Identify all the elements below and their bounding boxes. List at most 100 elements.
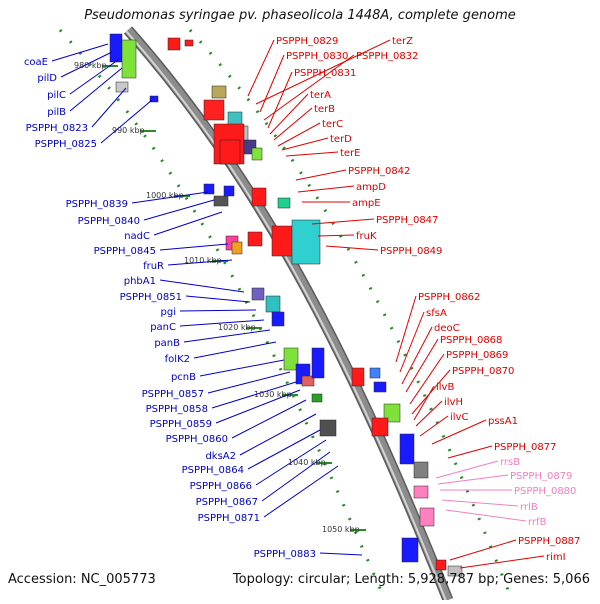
right-label-leader (273, 107, 313, 141)
left-gene-label: pilB (47, 107, 66, 118)
right-label-leader (259, 54, 285, 113)
left-label-leader (69, 59, 119, 95)
pink-label-leader (437, 474, 509, 485)
right-gene-label: ilvC (450, 412, 468, 423)
right-label-leader (431, 419, 487, 445)
right-gene-label: PSPPH_0862 (418, 292, 480, 303)
left-gene-label: PSPPH_0858 (146, 404, 208, 415)
right-gene-label: PSPPH_0830 (286, 51, 348, 62)
gene-feature (419, 507, 435, 527)
left-gene-label: panC (150, 322, 176, 333)
right-gene-label: terB (314, 104, 335, 115)
scale-tick-label: 980 kbp (74, 61, 107, 70)
gene-feature (149, 95, 159, 103)
right-gene-label: PSPPH_0842 (348, 166, 410, 177)
left-gene-label: PSPPH_0851 (120, 292, 182, 303)
left-gene-label: PSPPH_0823 (26, 123, 88, 134)
gene-feature (311, 347, 325, 379)
gene-feature (265, 295, 281, 313)
left-gene-label: PSPPH_0864 (182, 465, 244, 476)
right-gene-label: PSPPH_0868 (440, 335, 502, 346)
left-label-leader (211, 381, 297, 409)
gene-feature (231, 241, 243, 255)
left-gene-label: PSPPH_0860 (166, 434, 228, 445)
left-gene-label: coaE (24, 57, 48, 68)
right-label-leader (405, 338, 439, 393)
gene-feature (184, 39, 194, 47)
left-label-leader (100, 99, 153, 144)
right-label-leader (449, 539, 517, 561)
gene-feature (447, 565, 463, 577)
left-label-leader (193, 341, 277, 359)
right-label-leader (447, 445, 493, 459)
gene-feature (109, 33, 123, 63)
left-gene-label: dksA2 (205, 451, 236, 462)
right-gene-label: PSPPH_0831 (294, 68, 356, 79)
right-gene-label: ampE (352, 198, 381, 209)
left-gene-label: PSPPH_0825 (35, 139, 97, 150)
scale-tick-label: 1010 kbp (184, 256, 222, 265)
right-gene-label: PSPPH_0869 (446, 350, 508, 361)
left-gene-label: panB (154, 338, 180, 349)
left-gene-label: PSPPH_0840 (78, 216, 140, 227)
right-label-leader (459, 555, 545, 569)
left-label-leader (91, 87, 127, 128)
gene-feature (283, 347, 299, 371)
genome-summary-text: Topology: circular; Length: 5,928,787 bp… (232, 572, 590, 587)
right-gene-label: ilvH (444, 397, 463, 408)
left-label-leader (60, 51, 113, 78)
right-label-leader (263, 54, 355, 121)
left-label-leader (159, 243, 229, 251)
left-label-leader (207, 371, 291, 394)
outer-dotted-track (188, 28, 514, 601)
map-title: Pseudomonas syringae pv. phaseolicola 14… (84, 8, 516, 23)
left-gene-label: fruR (143, 261, 164, 272)
left-gene-label: PSPPH_0857 (142, 389, 204, 400)
right-gene-label: PSPPH_0877 (494, 442, 556, 453)
left-label-leader (179, 319, 265, 327)
gene-feature (383, 403, 401, 423)
right-label-leader (409, 353, 445, 405)
left-label-leader (247, 429, 321, 470)
left-gene-label: pcnB (171, 372, 196, 383)
right-label-leader (295, 169, 347, 181)
right-label-leader (311, 218, 375, 225)
right-label-leader (413, 385, 435, 421)
right-gene-label: PSPPH_0847 (376, 215, 438, 226)
gene-feature (247, 231, 263, 247)
left-label-leader (263, 465, 339, 518)
right-gene-label: pssA1 (488, 416, 518, 427)
scale-tick-label: 1020 kbp (218, 323, 256, 332)
right-label-leader (317, 234, 355, 237)
left-label-leader (239, 413, 317, 456)
gene-feature (351, 367, 365, 387)
gene-feature (369, 367, 381, 379)
right-gene-label: terD (330, 134, 352, 145)
backbone (125, 27, 452, 602)
pink-gene-label: rrsB (500, 457, 520, 468)
right-gene-label: terE (340, 148, 361, 159)
gene-feature (251, 147, 263, 161)
right-label-leader (419, 415, 449, 437)
gene-feature (271, 311, 285, 327)
right-label-leader (395, 295, 417, 363)
left-label-leader (199, 359, 285, 377)
gene-feature (277, 197, 291, 209)
gene-feature (213, 195, 229, 207)
left-gene-label: PSPPH_0883 (254, 549, 316, 560)
gene-feature (413, 485, 429, 499)
gene-feature (311, 393, 323, 403)
right-gene-label: PSPPH_0887 (518, 536, 580, 547)
gene-feature (291, 219, 321, 265)
pink-label-leader (435, 460, 499, 479)
gene-feature (219, 139, 241, 165)
right-label-leader (399, 311, 425, 373)
pink-gene-label: rrfB (528, 517, 547, 528)
left-gene-label: PSPPH_0867 (196, 497, 258, 508)
right-gene-label: PSPPH_0849 (380, 246, 442, 257)
left-label-leader (179, 309, 257, 312)
left-label-leader (183, 329, 271, 343)
right-label-leader (285, 151, 339, 157)
right-label-leader (325, 245, 379, 251)
